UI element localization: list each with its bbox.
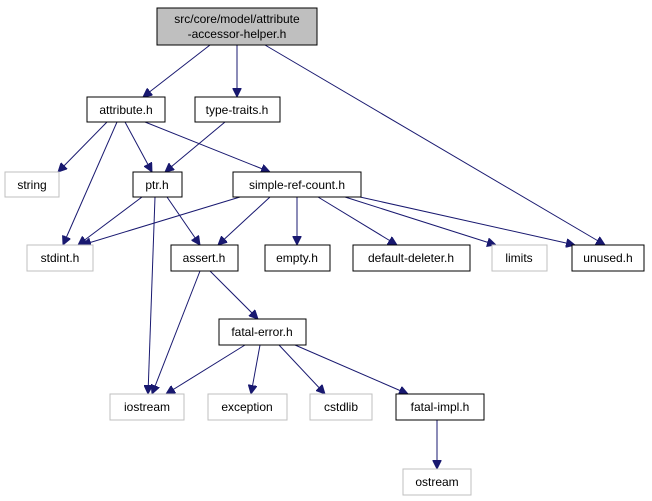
- edge-src-to-default-deleter: [317, 196, 397, 245]
- simple-ref-count-h-label: simple-ref-count.h: [249, 178, 345, 192]
- empty-h-label: empty.h: [276, 251, 318, 265]
- default-deleter-h-label: default-deleter.h: [368, 251, 454, 265]
- stdint-h-label: stdint.h: [41, 251, 80, 265]
- node-ptr-h[interactable]: ptr.h: [132, 171, 183, 198]
- fatal-error-h-label: fatal-error.h: [231, 325, 292, 339]
- node-string[interactable]: string: [4, 171, 60, 198]
- unused-h-label: unused.h: [583, 251, 632, 265]
- ptr-h-label: ptr.h: [145, 178, 168, 192]
- node-unused-h[interactable]: unused.h: [571, 244, 645, 272]
- node-root-file[interactable]: src/core/model/attribute -accessor-helpe…: [156, 7, 318, 46]
- edge-fatal-error-to-fatal-impl: [294, 344, 408, 394]
- edge-fatal-error-to-exception: [251, 344, 261, 394]
- type-traits-h-label: type-traits.h: [206, 103, 269, 117]
- node-cstdlib[interactable]: cstdlib: [309, 393, 373, 421]
- node-stdint-h[interactable]: stdint.h: [26, 244, 94, 272]
- edge-attribute-to-stdint: [63, 121, 118, 245]
- edge-src-to-assert: [218, 196, 271, 245]
- edge-attribute-to-ptr: [124, 121, 152, 172]
- edge-src-to-stdint: [82, 196, 241, 245]
- edge-assert-to-iostream: [152, 270, 201, 394]
- edge-attribute-to-simple-ref-count: [144, 121, 270, 172]
- limits-label: limits: [505, 251, 532, 265]
- node-empty-h[interactable]: empty.h: [264, 244, 331, 272]
- fatal-impl-h-label: fatal-impl.h: [411, 400, 470, 414]
- node-limits[interactable]: limits: [491, 244, 548, 272]
- node-fatal-error-h[interactable]: fatal-error.h: [218, 318, 307, 346]
- node-default-deleter-h[interactable]: default-deleter.h: [352, 244, 471, 272]
- exception-label: exception: [221, 400, 272, 414]
- node-simple-ref-count-h[interactable]: simple-ref-count.h: [232, 171, 362, 198]
- node-iostream[interactable]: iostream: [109, 393, 185, 421]
- edge-ptr-to-iostream: [148, 196, 156, 394]
- node-type-traits-h[interactable]: type-traits.h: [194, 96, 281, 123]
- node-exception[interactable]: exception: [207, 393, 288, 421]
- edge-fatal-error-to-cstdlib: [278, 344, 325, 394]
- nodes: src/core/model/attribute -accessor-helpe…: [4, 7, 645, 496]
- edge-root-to-attribute: [143, 44, 211, 97]
- edge-src-to-limits: [344, 196, 496, 245]
- edge-type-traits-to-ptr: [165, 121, 226, 172]
- node-fatal-impl-h[interactable]: fatal-impl.h: [395, 393, 485, 421]
- node-attribute-h[interactable]: attribute.h: [86, 96, 166, 123]
- assert-h-label: assert.h: [183, 251, 226, 265]
- node-ostream[interactable]: ostream: [402, 468, 472, 496]
- edge-ptr-to-assert: [166, 196, 200, 245]
- edge-assert-to-fatal-error: [209, 270, 258, 319]
- edge-attribute-to-string: [58, 121, 108, 172]
- root-file-label-line-2: -accessor-helper.h: [188, 27, 287, 41]
- iostream-label: iostream: [124, 400, 170, 414]
- string-label: string: [17, 178, 46, 192]
- edge-ptr-to-stdint: [78, 196, 143, 245]
- node-assert-h[interactable]: assert.h: [170, 244, 239, 272]
- ostream-label: ostream: [415, 475, 458, 489]
- root-file-label-line-1: src/core/model/attribute: [174, 12, 300, 26]
- cstdlib-label: cstdlib: [324, 400, 358, 414]
- edge-src-to-unused: [359, 196, 575, 245]
- attribute-h-label: attribute.h: [99, 103, 152, 117]
- edge-fatal-error-to-iostream: [166, 344, 246, 394]
- edge-root-to-unused: [264, 44, 605, 245]
- edges: [58, 44, 605, 469]
